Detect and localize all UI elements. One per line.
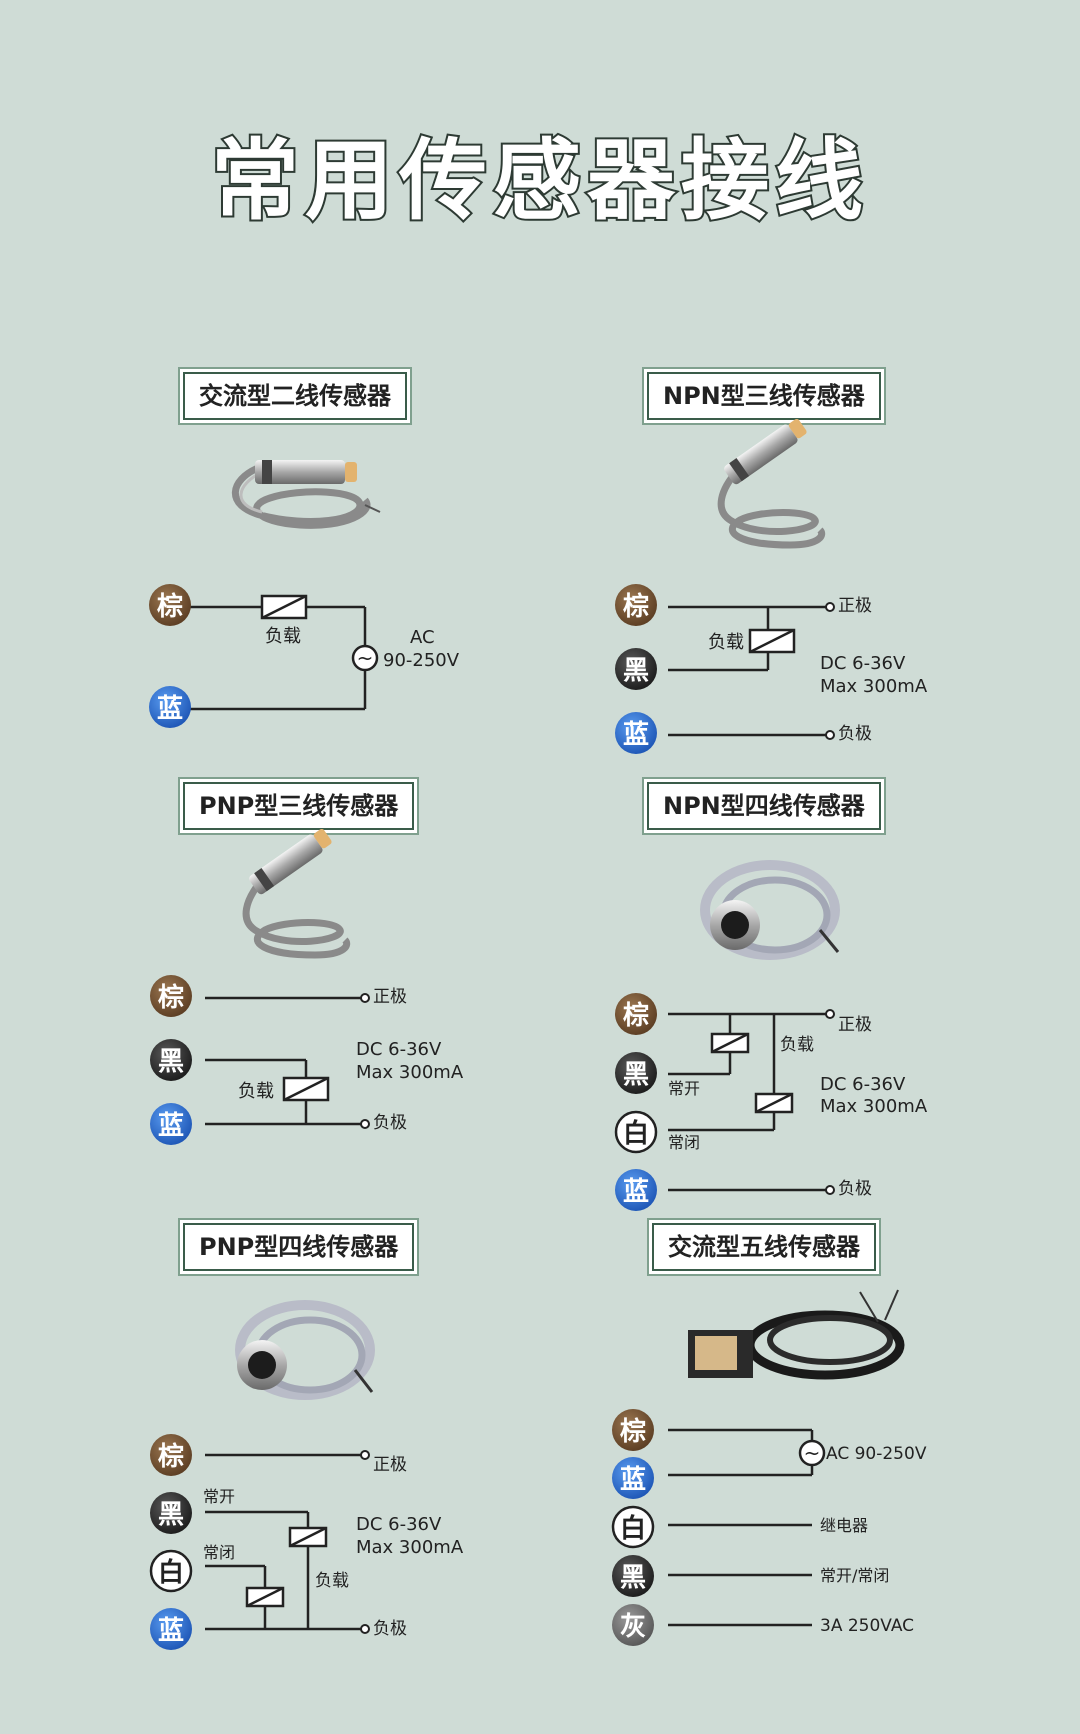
wire-badge-brown: 棕 bbox=[623, 1000, 649, 1031]
load-symbol-4b bbox=[754, 1092, 794, 1114]
label-negative: 负极 bbox=[373, 1619, 407, 1639]
wire-badge-black: 黑 bbox=[620, 1563, 646, 1593]
label-relay: 继电器 bbox=[820, 1516, 868, 1535]
label-positive: 正极 bbox=[838, 1015, 872, 1035]
terminal-dots bbox=[360, 602, 835, 1634]
wire-badge-blue: 蓝 bbox=[623, 720, 649, 750]
wire-badge-blue: 蓝 bbox=[623, 1177, 649, 1207]
label-load: 负载 bbox=[265, 626, 301, 647]
wire-badge-black: 黑 bbox=[158, 1500, 184, 1530]
load-symbol-5b bbox=[245, 1586, 285, 1608]
label-nc: 常闭 bbox=[668, 1133, 700, 1152]
section-title-pnp-4wire: PNP型四线传感器 bbox=[183, 1223, 415, 1271]
load-symbol-5a bbox=[288, 1526, 328, 1548]
sensor-photo-npn-4wire bbox=[700, 860, 840, 960]
label-ac-full: AC 90-250V bbox=[826, 1444, 927, 1464]
label-dc: DC 6-36V bbox=[820, 1074, 906, 1095]
wire-badge-blue: 蓝 bbox=[158, 1111, 184, 1141]
wire-badge-black: 黑 bbox=[158, 1047, 184, 1077]
label-dc-current: Max 300mA bbox=[356, 1537, 464, 1558]
label-load: 负载 bbox=[780, 1035, 814, 1055]
sensor-photo-ac-5wire bbox=[688, 1289, 905, 1380]
load-symbol-3 bbox=[282, 1076, 330, 1102]
label-positive: 正极 bbox=[838, 596, 872, 616]
label-dc: DC 6-36V bbox=[820, 653, 906, 674]
section-title-npn-4wire: NPN型四线传感器 bbox=[647, 782, 881, 830]
label-nc: 常闭 bbox=[203, 1543, 235, 1562]
section-title-ac-2wire: 交流型二线传感器 bbox=[183, 372, 407, 420]
label-dc-current: Max 300mA bbox=[356, 1062, 464, 1083]
load-symbols bbox=[245, 594, 796, 1608]
wire-badge-blue: 蓝 bbox=[157, 694, 183, 724]
label-rating: 3A 250VAC bbox=[820, 1616, 914, 1636]
section-title-npn-3wire: NPN型三线传感器 bbox=[647, 372, 881, 420]
load-symbol-1 bbox=[260, 594, 308, 620]
wire-badge-brown: 棕 bbox=[158, 982, 184, 1013]
label-no: 常开 bbox=[203, 1487, 235, 1506]
wire-badge-white: 白 bbox=[623, 1118, 649, 1149]
wire-badge-black: 黑 bbox=[623, 656, 649, 686]
annotations: 负载 AC 90-250V 正极 负载 DC 6-36V Max 300mA 负… bbox=[203, 596, 928, 1639]
section-title-pnp-3wire: PNP型三线传感器 bbox=[183, 782, 415, 830]
wire-badge-brown: 棕 bbox=[620, 1416, 646, 1447]
wire-badge-white: 白 bbox=[620, 1513, 646, 1544]
wire-badge-gray: 灰 bbox=[620, 1612, 646, 1642]
page-title: 常用传感器接线 bbox=[209, 127, 869, 234]
wire-badge-brown: 棕 bbox=[157, 591, 183, 622]
label-negative: 负极 bbox=[838, 724, 872, 744]
label-ac: AC bbox=[410, 627, 435, 648]
svg-text:~: ~ bbox=[357, 646, 374, 670]
label-load: 负载 bbox=[238, 1081, 274, 1102]
label-negative: 负极 bbox=[838, 1179, 872, 1199]
label-no: 常开 bbox=[668, 1079, 700, 1098]
label-dc-current: Max 300mA bbox=[820, 1096, 928, 1117]
wire-badge-black: 黑 bbox=[623, 1060, 649, 1090]
sensor-photo-pnp-3wire bbox=[242, 828, 351, 959]
section-title-ac-5wire: 交流型五线传感器 bbox=[652, 1223, 876, 1271]
wire-badge-white: 白 bbox=[158, 1557, 184, 1588]
label-positive: 正极 bbox=[373, 987, 407, 1007]
wire-badge-brown: 棕 bbox=[623, 591, 649, 622]
ac-source-symbols: ~ ~ bbox=[351, 644, 826, 1467]
label-dc: DC 6-36V bbox=[356, 1514, 442, 1535]
wiring-lines bbox=[190, 605, 827, 1631]
wire-badge-blue: 蓝 bbox=[158, 1616, 184, 1646]
label-positive: 正极 bbox=[373, 1455, 407, 1475]
label-negative: 负极 bbox=[373, 1113, 407, 1133]
sensor-photo-npn-3wire bbox=[717, 418, 826, 549]
label-load: 负载 bbox=[315, 1571, 349, 1591]
wire-badges: 棕 蓝 棕 黑 蓝 棕 黑 蓝 棕 黑 白 蓝 棕 黑 白 蓝 棕 蓝 白 黑 … bbox=[149, 584, 658, 1650]
load-symbol-2 bbox=[748, 628, 796, 654]
label-ac-voltage: 90-250V bbox=[383, 650, 460, 671]
svg-text:~: ~ bbox=[804, 1441, 821, 1465]
label-load: 负载 bbox=[708, 632, 744, 653]
wire-badge-brown: 棕 bbox=[158, 1441, 184, 1472]
sensor-photo-ac-2wire bbox=[231, 460, 381, 529]
label-dc-current: Max 300mA bbox=[820, 676, 928, 697]
wire-badge-blue: 蓝 bbox=[620, 1465, 646, 1495]
load-symbol-4a bbox=[710, 1032, 750, 1054]
label-no-nc: 常开/常闭 bbox=[820, 1566, 889, 1585]
label-dc: DC 6-36V bbox=[356, 1039, 442, 1060]
sensor-photo-pnp-4wire bbox=[235, 1300, 375, 1400]
